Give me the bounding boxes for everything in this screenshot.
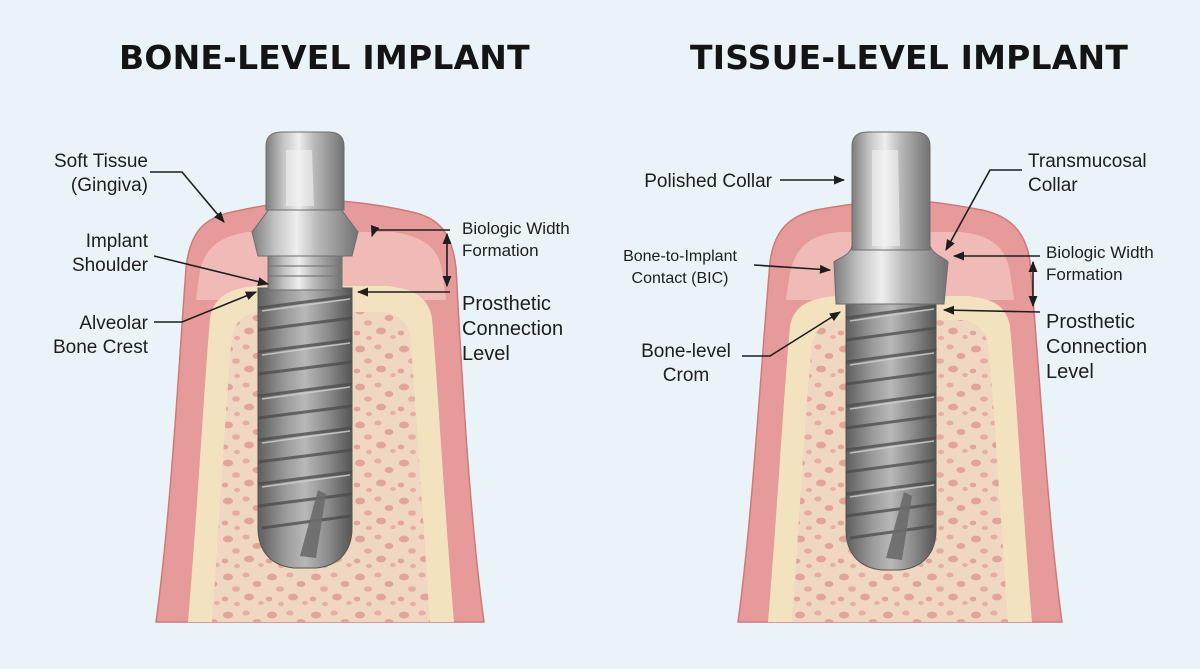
- leader-soft-tissue: [150, 171, 225, 223]
- label-biologic-width-left: Biologic Width Formation: [462, 219, 570, 260]
- implant-threads-left: [257, 294, 353, 530]
- label-bic: Bone-to-Implant Contact (BIC): [623, 248, 737, 287]
- label-polished-collar: Polished Collar: [644, 171, 772, 192]
- leader-bic: [753, 264, 832, 274]
- tissue-level-illustration: [737, 131, 1063, 623]
- label-prosthetic-connection-right: Prosthetic Connection Level: [1046, 311, 1148, 383]
- label-prosthetic-connection-left: Prosthetic Connection Level: [462, 293, 564, 365]
- leader-biologic-width: [370, 225, 450, 238]
- implant-neck-left: [267, 255, 343, 291]
- label-implant-shoulder: Implant Shoulder: [71, 231, 148, 276]
- label-bone-level-crom: Bone-level Crom: [641, 341, 731, 386]
- bone-level-illustration: [155, 131, 485, 623]
- label-soft-tissue: Soft Tissue (Gingiva): [54, 151, 148, 196]
- leaders-left: [150, 171, 452, 323]
- label-transmucosal-collar: Transmucosal Collar: [1028, 151, 1147, 196]
- leader-prosthetic-connection-r: [942, 305, 1041, 315]
- leader-transmucosal-collar: [945, 169, 1022, 251]
- label-biologic-width-right: Biologic Width Formation: [1046, 243, 1154, 284]
- abutment-flare-left: [251, 207, 359, 257]
- title-bone-level: BONE-LEVEL IMPLANT: [119, 38, 530, 77]
- leaders-right: [742, 169, 1041, 357]
- leader-implant-shoulder: [153, 255, 270, 286]
- transmucosal-collar: [833, 245, 949, 305]
- implant-body-right: [845, 299, 937, 571]
- leader-alveolar-crest: [154, 291, 258, 323]
- label-alveolar-crest: Alveolar Bone Crest: [52, 313, 148, 358]
- leader-bone-level-crom: [742, 311, 841, 357]
- title-tissue-level: TISSUE-LEVEL IMPLANT: [690, 38, 1129, 77]
- implant-threads-right: [845, 304, 937, 540]
